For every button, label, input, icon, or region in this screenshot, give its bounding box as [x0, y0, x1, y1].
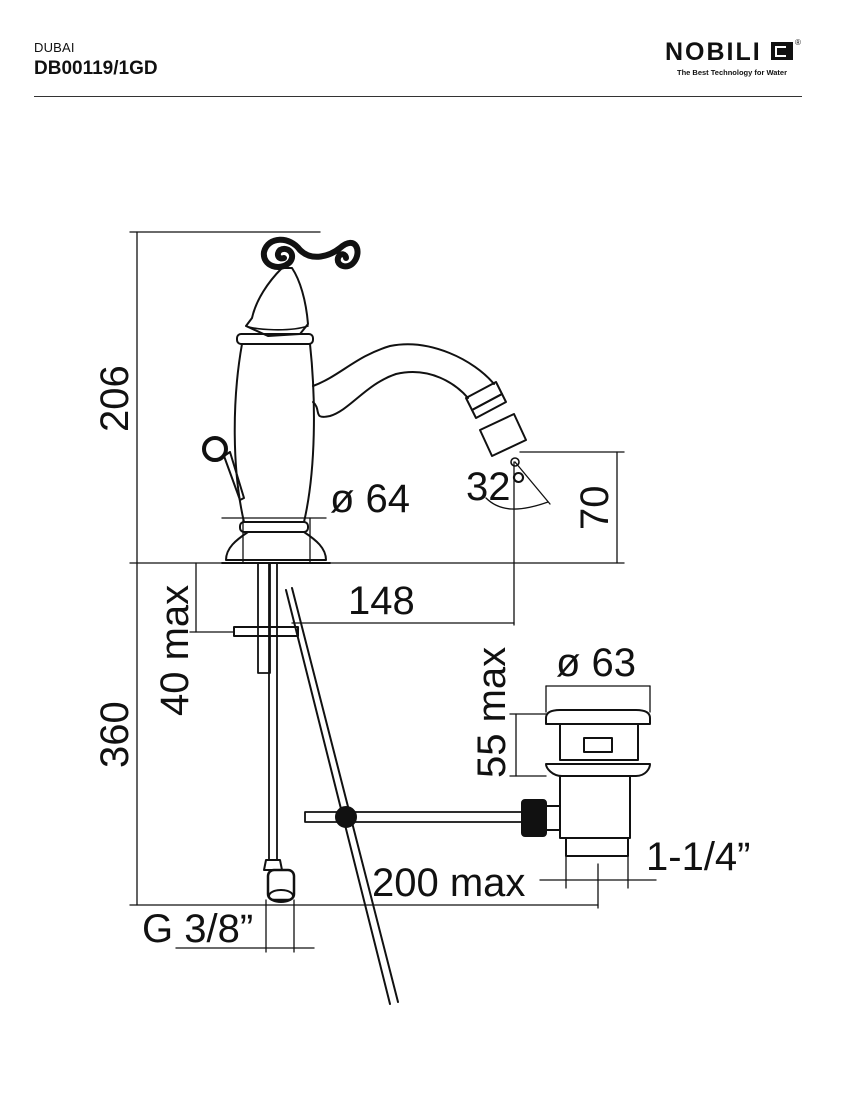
- dimension-lines: [129, 231, 657, 953]
- dim-hose-length: 360: [93, 701, 137, 768]
- dim-waste-height: 55 max: [470, 647, 514, 778]
- dim-total-height: 206: [93, 365, 137, 432]
- dim-waste-thread: 1-1/4”: [646, 835, 751, 879]
- brand-tagline: The Best Technology for Water: [677, 68, 788, 77]
- dim-waste-diameter: ø 63: [556, 641, 636, 685]
- dim-deck-thickness: 40 max: [153, 585, 197, 716]
- dim-rod-length: 200 max: [372, 861, 525, 905]
- registered-mark: ®: [795, 38, 801, 47]
- series-name: DUBAI: [34, 40, 75, 55]
- faucet-body: [202, 236, 527, 564]
- dim-spout-reach: 148: [348, 579, 415, 623]
- dim-spout-angle: 32°: [466, 465, 527, 509]
- dim-body-diameter: ø 64: [330, 477, 410, 521]
- brand-logo: NOBILI ® The Best Technology for Water: [665, 38, 805, 82]
- brand-mark-icon: [771, 42, 793, 60]
- under-deck-parts: [233, 562, 524, 1005]
- waste-assembly: [521, 709, 651, 857]
- brand-name: NOBILI: [665, 38, 762, 66]
- header-divider: [34, 96, 802, 97]
- dim-inlet-thread: G 3/8”: [142, 907, 253, 951]
- dim-spout-height: 70: [573, 486, 617, 531]
- product-code: DB00119/1GD: [34, 58, 158, 79]
